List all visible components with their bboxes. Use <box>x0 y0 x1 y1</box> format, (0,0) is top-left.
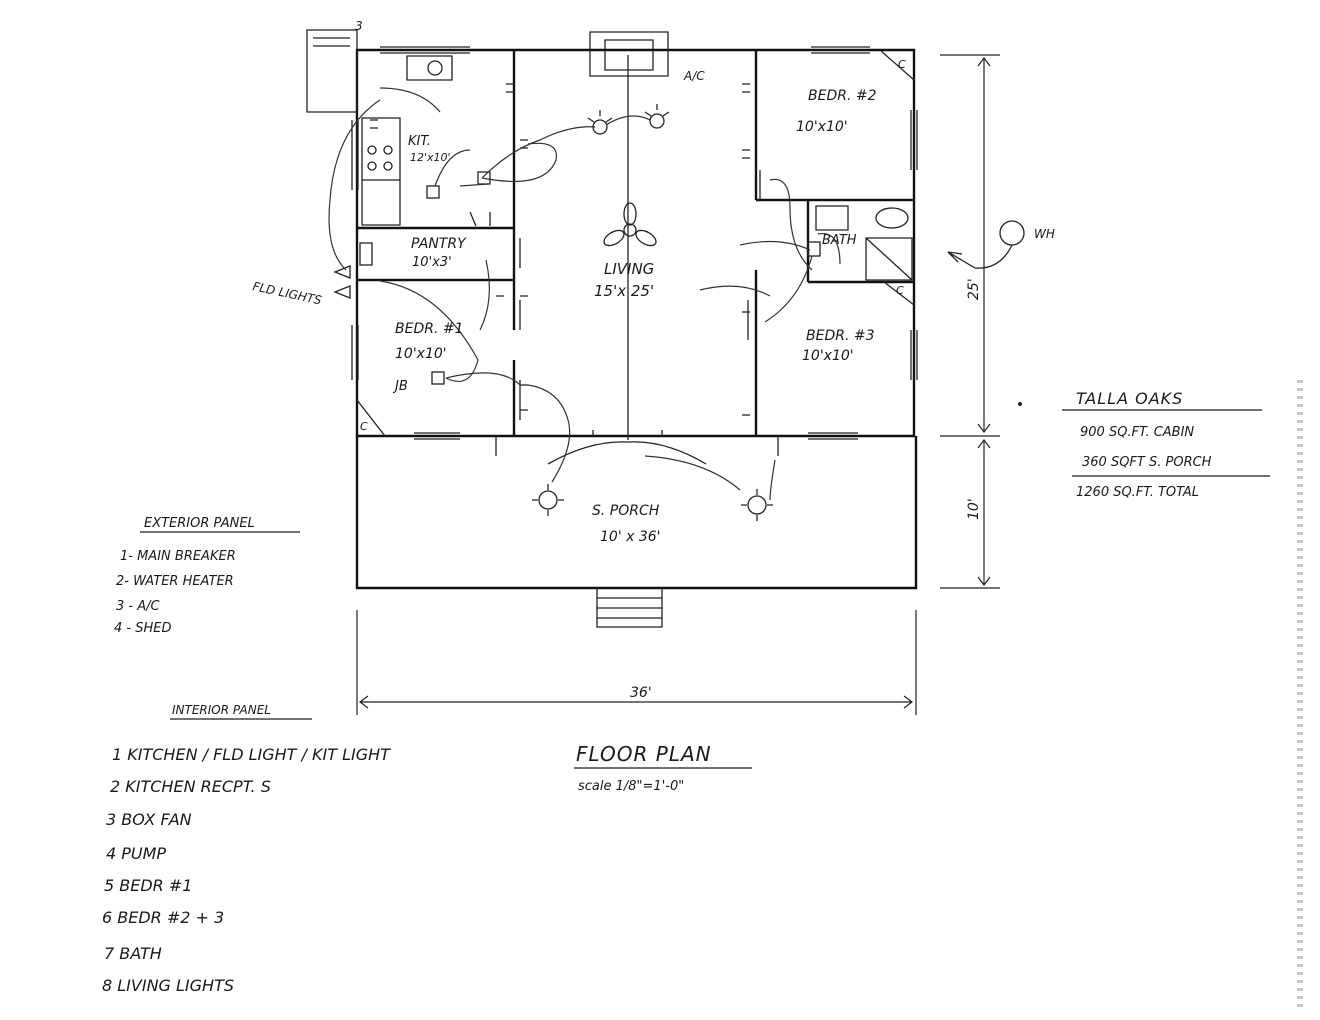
total-area: 1260 SQ.FT. TOTAL <box>1076 485 1199 500</box>
water-heater-label: WH <box>1034 227 1055 241</box>
exterior-panel-item: 1- MAIN BREAKER <box>120 549 236 564</box>
closet-label: C <box>898 58 906 71</box>
closet-label: C <box>360 420 368 433</box>
area-summary: TALLA OAKS 900 SQ.FT. CABIN 360 SQFT S. … <box>1062 389 1270 500</box>
porch-size: 10' x 36' <box>600 529 661 545</box>
bedr2-label: BEDR. #2 <box>808 88 877 104</box>
interior-panel-item: 2 KITCHEN RECPT. S <box>110 777 271 796</box>
cabin-area: 900 SQ.FT. CABIN <box>1080 425 1194 440</box>
exterior-panel-item: 4 - SHED <box>114 621 171 636</box>
kitchen-size: 12'x10' <box>410 151 451 164</box>
pantry-size: 10'x3' <box>412 255 452 270</box>
exterior-panel-legend: EXTERIOR PANEL 1- MAIN BREAKER 2- WATER … <box>114 516 300 636</box>
bedr3-size: 10'x10' <box>802 348 854 364</box>
dimension-labels: 25' 10' 36' <box>630 278 982 701</box>
total-width-dimension: 36' <box>630 685 652 701</box>
ceiling-light-icon <box>592 119 608 135</box>
ceiling-light-icon <box>649 113 665 129</box>
dimension-lines <box>356 54 1022 715</box>
house-walls <box>306 29 918 628</box>
water-heater-icon <box>999 220 1025 246</box>
interior-panel-item: 8 LIVING LIGHTS <box>102 976 234 995</box>
pantry-label: PANTRY <box>411 236 467 252</box>
porch-light-icon <box>532 484 564 516</box>
porch-area: 360 SQFT S. PORCH <box>1082 455 1212 470</box>
bedr1-size: 10'x10' <box>395 346 447 362</box>
porch-label: S. PORCH <box>592 503 660 519</box>
electrical-symbols <box>333 83 1025 521</box>
closet-label: C <box>896 284 904 297</box>
drawing-title: FLOOR PLAN <box>576 742 712 766</box>
interior-panel-title: INTERIOR PANEL <box>172 703 271 717</box>
kitchen-label: KIT. <box>408 134 431 149</box>
bedr2-size: 10'x10' <box>796 119 848 135</box>
living-label: LIVING <box>604 260 654 278</box>
exterior-panel-item: 3 - A/C <box>116 599 160 614</box>
house-depth-dimension: 25' <box>966 278 982 300</box>
interior-panel-legend: INTERIOR PANEL 1 KITCHEN / FLD LIGHT / K… <box>102 703 391 995</box>
project-title: TALLA OAKS <box>1076 389 1183 408</box>
interior-panel-item: 4 PUMP <box>106 844 166 863</box>
living-size: 15'x 25' <box>594 282 654 300</box>
porch-light-icon <box>741 489 773 521</box>
shed-tag: 3 <box>355 19 363 33</box>
interior-panel-item: 3 BOX FAN <box>106 810 192 829</box>
exterior-panel-title: EXTERIOR PANEL <box>144 516 255 531</box>
ac-label: A/C <box>683 69 705 83</box>
porch-depth-dimension: 10' <box>966 498 982 520</box>
bath-label: BATH <box>822 233 857 248</box>
interior-panel-item: 7 BATH <box>104 944 162 963</box>
ceiling-fan-icon <box>603 202 657 247</box>
interior-panel-item: 1 KITCHEN / FLD LIGHT / KIT LIGHT <box>112 745 391 764</box>
bedr1-label: BEDR. #1 <box>395 321 464 337</box>
jb-label: JB <box>392 379 408 394</box>
wiring <box>328 87 841 501</box>
drawing-title-block: FLOOR PLAN scale 1/8"=1'-0" <box>574 742 752 794</box>
exterior-panel-item: 2- WATER HEATER <box>116 574 234 589</box>
flood-lights-label: FLD LIGHTS <box>251 279 323 307</box>
room-labels: KIT. 12'x10' PANTRY 10'x3' LIVING 15'x 2… <box>251 19 1055 545</box>
interior-panel-item: 5 BEDR #1 <box>104 876 192 895</box>
interior-panel-item: 6 BEDR #2 + 3 <box>102 908 224 927</box>
bedr3-label: BEDR. #3 <box>806 328 875 344</box>
drawing-scale: scale 1/8"=1'-0" <box>578 779 684 794</box>
